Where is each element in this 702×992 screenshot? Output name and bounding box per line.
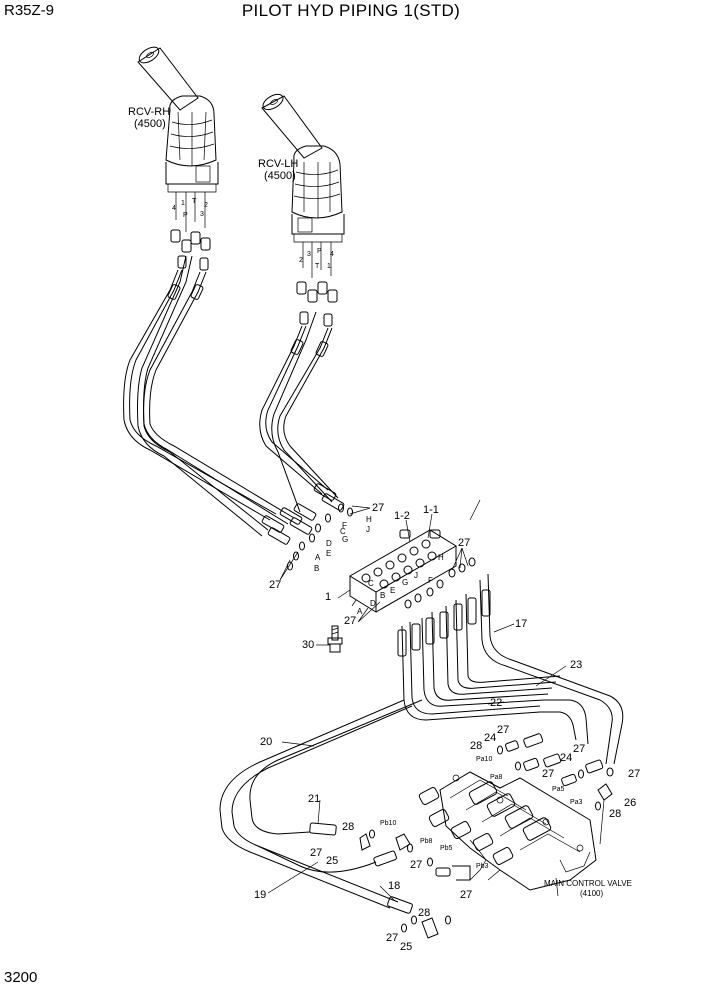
main-control-valve (418, 771, 597, 891)
rcv-rh-code: (4500) (134, 118, 166, 130)
block-port-c: C (368, 579, 374, 588)
rcv-rh-port-t: T (192, 198, 197, 205)
port-letter-j: J (366, 525, 370, 534)
callout-25: 25 (400, 941, 412, 953)
hose-end-fittings (261, 483, 353, 571)
block-port-h: H (438, 553, 444, 562)
page-title: PILOT HYD PIPING 1(STD) (241, 1, 461, 20)
callout-30: 30 (302, 639, 314, 651)
model-code: R35Z-9 (4, 2, 55, 19)
page-number: 3200 (4, 969, 38, 986)
valve-port-labels: Pa10 Pa8 Pa5 Pa3 Pb10 Pb8 Pb5 Pb3 (380, 756, 583, 870)
port-pa8: Pa8 (490, 774, 503, 781)
callout-24: 24 (484, 732, 496, 744)
callout-25: 25 (326, 855, 338, 867)
block-port-b: B (380, 591, 385, 600)
callout-28: 28 (418, 907, 430, 919)
callout-27: 27 (542, 768, 554, 780)
port-letters: A B C D E F G H J A B C D E F G H J (314, 515, 444, 616)
callout-1-1: 1-1 (423, 504, 439, 516)
rcv-lh-code: (4500) (264, 170, 296, 182)
mcv-label: MAIN CONTROL VALVE (544, 879, 632, 888)
port-pa10: Pa10 (476, 756, 492, 763)
callout-24: 24 (560, 752, 572, 764)
rcv-lh-port-p: P (317, 248, 322, 255)
rcv-lh-port-t: T (315, 263, 320, 270)
rcv-lh-port-2: 2 (299, 257, 303, 264)
block-port-d: D (370, 599, 376, 608)
callout-27: 27 (628, 768, 640, 780)
rcv-rh-port-3: 3 (200, 211, 204, 218)
callout-27: 27 (460, 889, 472, 901)
port-letter-h: H (366, 515, 372, 524)
bolt-30 (327, 625, 343, 653)
callout-27: 27 (573, 743, 585, 755)
callout-27: 27 (497, 724, 509, 736)
rcv-lh-port-4: 4 (330, 251, 334, 258)
block-port-f: F (428, 576, 433, 585)
rcv-rh-joystick: 4 1 P T 3 2 RCV-RH (4500) (128, 46, 219, 271)
callout-27: 27 (458, 537, 470, 549)
port-pb10: Pb10 (380, 820, 396, 827)
rcv-rh-label: RCV-RH (128, 106, 170, 118)
port-letter-f: F (342, 521, 347, 530)
port-letter-d: D (326, 539, 332, 548)
callout-28: 28 (342, 821, 354, 833)
callout-23: 23 (570, 659, 582, 671)
callout-22: 22 (490, 697, 502, 709)
callout-18: 18 (388, 880, 400, 892)
port-letter-g: G (342, 535, 348, 544)
callout-20: 20 (260, 736, 272, 748)
port-letter-c: C (340, 527, 346, 536)
rcv-rh-hoses (123, 255, 295, 537)
port-pb8: Pb8 (420, 838, 433, 845)
callout-27: 27 (372, 502, 384, 514)
rcv-lh-joystick: 2 3 T P 4 1 RCV-LH (4500) (258, 93, 345, 327)
callout-1: 1 (325, 591, 331, 603)
block-outlet-hoses (397, 557, 624, 765)
callout-27: 27 (386, 932, 398, 944)
rcv-rh-port-1: 1 (181, 200, 185, 207)
block-port-a: A (357, 607, 363, 616)
small-fittings (359, 733, 614, 939)
junction-block (349, 529, 457, 613)
leader-lines (267, 499, 605, 901)
rcv-rh-port-4: 4 (172, 205, 176, 212)
rcv-lh-port-1: 1 (327, 263, 331, 270)
callout-27: 27 (344, 615, 356, 627)
port-pa3: Pa3 (570, 799, 583, 806)
port-pb5: Pb5 (440, 845, 453, 852)
rcv-lh-label: RCV-LH (258, 158, 298, 170)
rcv-lh-port-3: 3 (307, 251, 311, 258)
rcv-lh-hoses (259, 311, 339, 513)
block-port-j: J (414, 571, 418, 580)
mcv-code: (4100) (580, 889, 603, 898)
callout-28: 28 (470, 740, 482, 752)
callout-17: 17 (515, 618, 527, 630)
rcv-rh-port-2: 2 (204, 202, 208, 209)
port-letter-a: A (315, 553, 321, 562)
port-pa5: Pa5 (552, 786, 565, 793)
callout-21: 21 (308, 793, 320, 805)
block-fittings (361, 539, 437, 589)
loop-hoses (219, 699, 589, 914)
callout-28: 28 (609, 808, 621, 820)
block-port-e: E (390, 586, 395, 595)
callout-1-2: 1-2 (394, 510, 410, 522)
callout-27: 27 (410, 859, 422, 871)
port-letter-e: E (326, 549, 331, 558)
callout-27: 27 (269, 579, 281, 591)
port-pb3: Pb3 (476, 863, 489, 870)
block-port-g: G (402, 578, 408, 587)
callout-27: 27 (310, 847, 322, 859)
callout-26: 26 (624, 797, 636, 809)
port-letter-b: B (314, 564, 319, 573)
rcv-rh-port-p: P (183, 212, 188, 219)
part-callouts: 27 1-2 1-1 27 27 1 27 17 30 23 22 27 24 … (254, 502, 640, 953)
callout-19: 19 (254, 889, 266, 901)
